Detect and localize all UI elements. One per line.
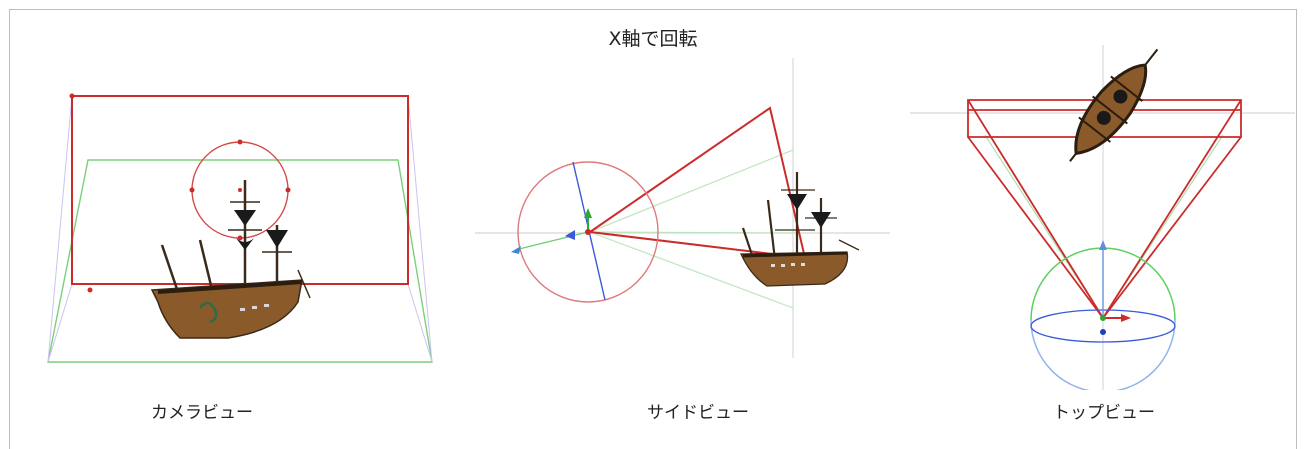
caption-side-view: サイドビュー — [647, 403, 749, 423]
side-crosshair — [475, 58, 890, 358]
side-green-frustum — [589, 149, 794, 309]
side-ship-model — [739, 172, 860, 287]
caption-top-view: トップビュー — [1053, 403, 1155, 423]
top-ship-model — [1069, 48, 1159, 162]
top-view-drawing — [910, 45, 1295, 390]
top-green-frustum — [984, 134, 1224, 319]
figure-title: X軸で回転 — [608, 28, 698, 50]
side-view-panel — [475, 40, 895, 380]
camera-view-drawing — [47, 93, 433, 363]
side-view-drawing — [475, 58, 890, 358]
camera-side-guides — [47, 95, 433, 363]
top-view-panel — [905, 40, 1300, 390]
caption-camera-view: カメラビュー — [151, 403, 253, 423]
camera-view-panel — [40, 40, 440, 380]
camera-ship-model — [150, 180, 311, 339]
side-red-frustum — [589, 106, 807, 260]
figure-frame — [9, 9, 1297, 449]
